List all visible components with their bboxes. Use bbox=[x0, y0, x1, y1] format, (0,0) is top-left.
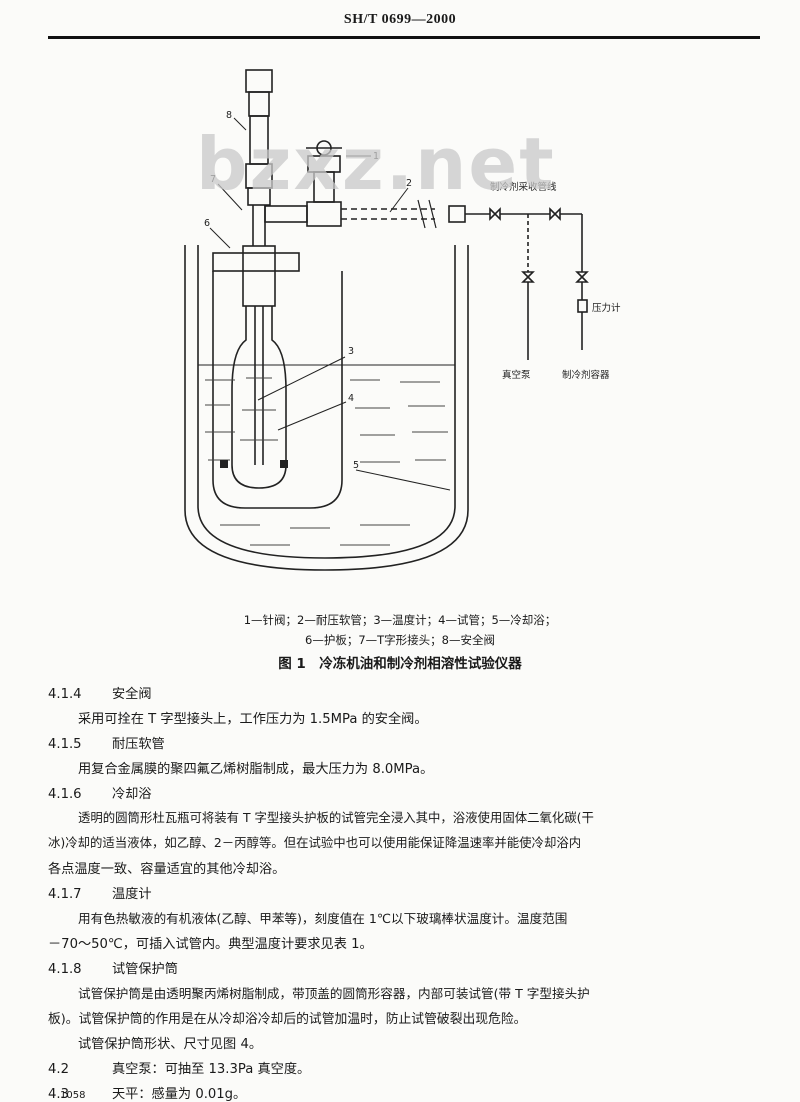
test-tube bbox=[231, 306, 287, 489]
label-4: 4 bbox=[348, 393, 354, 404]
apparatus-figure: 1 2 3 4 5 6 7 8 制冷剂采收管线 压力计 真空泵 制冷剂容器 bbox=[184, 69, 621, 571]
label-3: 3 bbox=[348, 346, 354, 357]
vacuum-label: 真空泵 bbox=[502, 369, 531, 381]
figure-legend-line2: 6—护板；7—T字形接头；8—安全阀 bbox=[305, 633, 495, 647]
figure-title: 图 1 冷冻机油和制冷剂相溶性试验仪器 bbox=[278, 656, 522, 672]
paragraph-line: 用有色热敏液的有机液体(乙醇、甲苯等)，刻度值在 1℃以下玻璃棒状温度计。温度范… bbox=[78, 911, 568, 926]
label-1: 1 bbox=[373, 151, 379, 162]
gauge-label: 压力计 bbox=[592, 302, 621, 314]
label-6: 6 bbox=[204, 218, 210, 229]
paragraph-line: 试管保护筒是由透明聚丙烯树脂制成，带顶盖的圆筒形容器，内部可装试管(带 T 字型… bbox=[78, 986, 590, 1001]
standard-number: SH/T 0699—2000 bbox=[343, 12, 457, 27]
paragraph-line: 试管保护筒形状、尺寸见图 4。 bbox=[78, 1037, 263, 1052]
figure-legend-line1: 1—针阀；2—耐压软管；3—温度计；4—试管；5—冷却浴； bbox=[243, 613, 557, 627]
label-8: 8 bbox=[226, 110, 232, 121]
paragraph-line: －70～50℃，可插入试管内。典型温度计要求见表 1。 bbox=[48, 937, 373, 952]
paragraph-line: 用复合金属膜的聚四氟乙烯树脂制成，最大压力为 8.0MPa。 bbox=[78, 762, 434, 777]
line-label: 制冷剂采收管线 bbox=[490, 181, 557, 193]
paragraph-line: 板)。试管保护筒的作用是在从冷却浴冷却后的试管加温时，防止试管破裂出现危险。 bbox=[48, 1012, 527, 1027]
header-rule bbox=[48, 36, 760, 39]
paragraph-line: 冰)冷却的适当液体，如乙醇、2－丙醇等。但在试验中也可以使用能保证降温速率并能使… bbox=[48, 835, 582, 850]
label-7: 7 bbox=[210, 174, 216, 185]
dewar-outer bbox=[184, 245, 469, 571]
paragraph-line: 采用可拴在 T 字型接头上，工作压力为 1.5MPa 的安全阀。 bbox=[78, 712, 428, 727]
paragraph-line: 各点温度一致、容量适宜的其他冷却浴。 bbox=[48, 862, 286, 877]
refrigerant-label: 制冷剂容器 bbox=[562, 369, 610, 381]
paragraph-line: 透明的圆筒形杜瓦瓶可将装有 T 字型接头护板的试管完全浸入其中，浴液使用固体二氧… bbox=[78, 810, 594, 825]
page-number: 1058 bbox=[60, 1090, 86, 1101]
dewar-inner bbox=[197, 245, 456, 559]
label-5: 5 bbox=[353, 460, 359, 471]
inner-jar bbox=[212, 271, 343, 509]
watermark: bzxz.net bbox=[196, 122, 556, 206]
label-2: 2 bbox=[406, 178, 412, 189]
